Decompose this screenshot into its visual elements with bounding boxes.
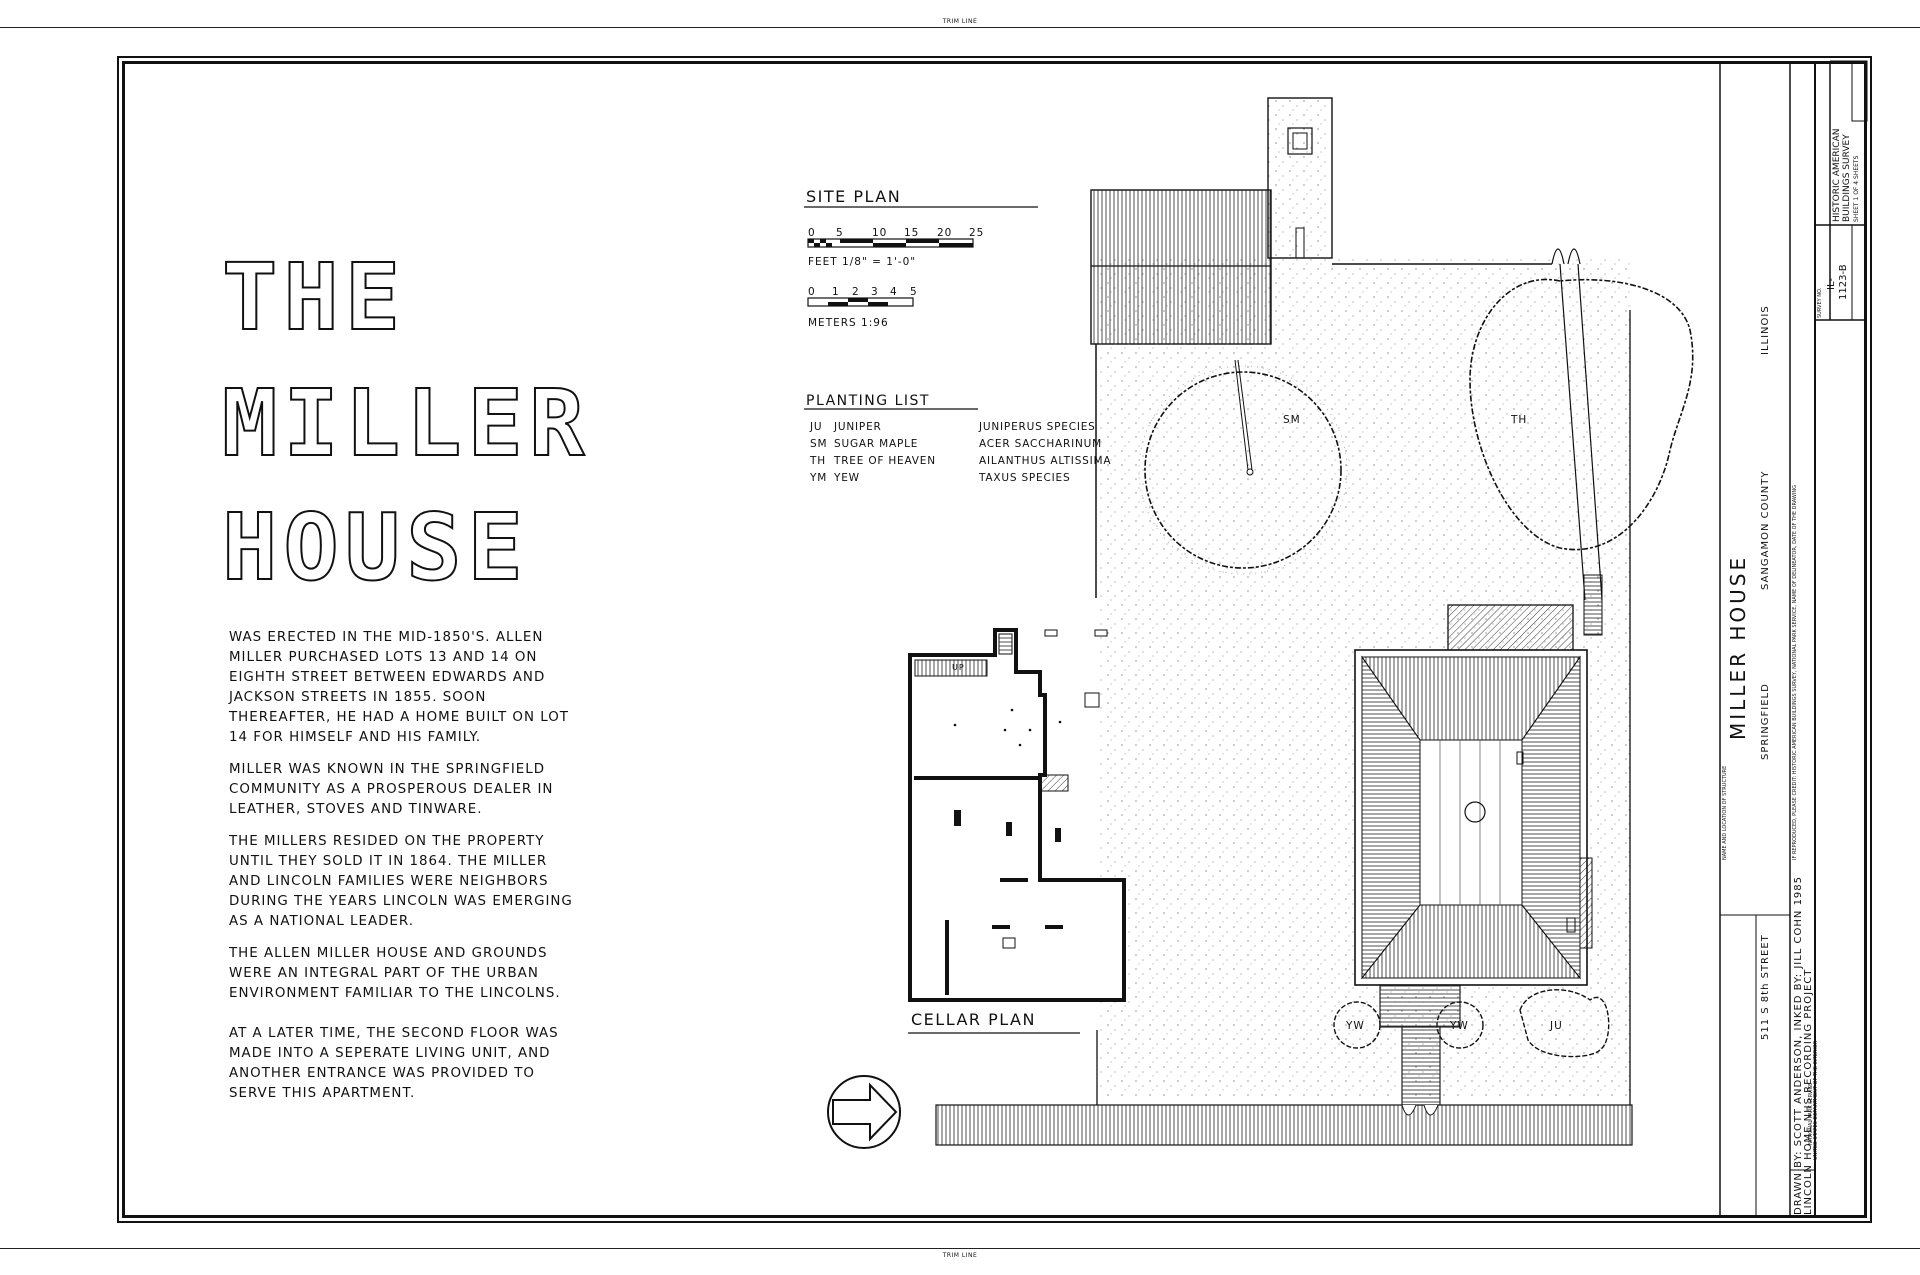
feet-tick-20: 20 bbox=[937, 227, 953, 239]
tb-name-label: NAME AND LOCATION OF STRUCTURE bbox=[1722, 765, 1728, 860]
meter-tick-3: 3 bbox=[871, 286, 879, 298]
stair-up-label: UP bbox=[952, 663, 965, 672]
history-text: WAS ERECTED IN THE MID-1850'S. ALLEN MIL… bbox=[229, 628, 584, 1116]
privy bbox=[1267, 97, 1333, 259]
miller-house-roof bbox=[1354, 604, 1593, 986]
paragraph-3: THE MILLERS RESIDED ON THE PROPERTY UNTI… bbox=[229, 834, 573, 929]
meter-tick-4: 4 bbox=[890, 286, 898, 298]
feet-tick-25: 25 bbox=[969, 227, 985, 239]
trim-line-top bbox=[0, 27, 1920, 28]
title-line-3: HOUSE bbox=[221, 494, 529, 601]
tb-survey-label: SURVEY NO. bbox=[1817, 287, 1823, 318]
tree-of-heaven bbox=[1469, 278, 1694, 551]
tb-structure: MILLER HOUSE bbox=[1726, 554, 1750, 740]
meter-tick-5: 5 bbox=[910, 286, 918, 298]
meter-tick-0: 0 bbox=[808, 286, 816, 298]
paragraph-5: AT A LATER TIME, THE SECOND FLOOR WAS MA… bbox=[229, 1026, 559, 1101]
paragraph-1: WAS ERECTED IN THE MID-1850'S. ALLEN MIL… bbox=[229, 630, 569, 745]
feet-tick-5: 5 bbox=[836, 227, 844, 239]
title-line-1: THE bbox=[221, 244, 407, 351]
tree-label-th: TH bbox=[1511, 414, 1528, 426]
tb-habs-2: BUILDINGS SURVEY bbox=[1842, 134, 1852, 222]
title-line-2: MILLER bbox=[221, 370, 591, 477]
meter-tick-2: 2 bbox=[852, 286, 860, 298]
feet-tick-10: 10 bbox=[872, 227, 888, 239]
tb-address: 511 S 8th STREET bbox=[1760, 934, 1771, 1040]
tree-label-yw-2: YW bbox=[1450, 1020, 1469, 1032]
trim-line-bottom bbox=[0, 1248, 1920, 1249]
tree-label-yw-1: YW bbox=[1346, 1020, 1365, 1032]
scale-bar-meters bbox=[807, 297, 914, 307]
sidewalk bbox=[935, 1104, 1633, 1146]
tb-survey-no-1: IL- bbox=[1826, 278, 1837, 290]
paragraph-2: MILLER WAS KNOWN IN THE SPRINGFIELD COMM… bbox=[229, 762, 554, 817]
trim-label-top: TRIM LINE bbox=[942, 18, 978, 25]
trim-label-bottom: TRIM LINE bbox=[942, 1252, 978, 1259]
tb-survey-no-2: 1123-B bbox=[1838, 264, 1849, 300]
paragraph-4: THE ALLEN MILLER HOUSE AND GROUNDS WERE … bbox=[229, 946, 561, 1001]
tb-county: SANGAMON COUNTY bbox=[1760, 470, 1771, 590]
scale-bar-feet bbox=[807, 238, 974, 248]
tb-agency-2: UNITED STATES DEPARTMENT OF THE INTERIOR bbox=[1813, 1040, 1819, 1160]
feet-tick-15: 15 bbox=[904, 227, 920, 239]
feet-scale-label: FEET 1/8" = 1'-0" bbox=[808, 256, 917, 268]
tb-state: ILLINOIS bbox=[1760, 305, 1771, 355]
tb-sheet: SHEET 1 OF 4 SHEETS bbox=[1853, 155, 1860, 222]
tb-city: SPRINGFIELD bbox=[1760, 683, 1771, 760]
meter-scale-label: METERS 1:96 bbox=[808, 317, 889, 329]
title-block-frame bbox=[1719, 60, 1868, 1218]
tb-habs-1: HISTORIC AMERICAN bbox=[1832, 128, 1842, 222]
tree-label-ju: JU bbox=[1550, 1020, 1563, 1032]
site-plan-heading: SITE PLAN bbox=[806, 187, 902, 206]
meter-tick-1: 1 bbox=[832, 286, 840, 298]
sheet-border-inner bbox=[122, 61, 1867, 1218]
planting-list-heading: PLANTING LIST bbox=[806, 393, 930, 409]
north-arrow-icon bbox=[827, 1075, 901, 1149]
sheet-border-outer bbox=[117, 56, 1872, 1223]
tree-sugar-maple bbox=[1138, 359, 1348, 575]
tb-credit-note: IF REPRODUCED, PLEASE CREDIT: HISTORIC A… bbox=[1792, 485, 1798, 860]
cellar-plan-heading: CELLAR PLAN bbox=[911, 1010, 1036, 1029]
tree-label-sm: SM bbox=[1283, 414, 1301, 426]
feet-tick-0: 0 bbox=[808, 227, 816, 239]
cellar-plan bbox=[908, 628, 1126, 1002]
